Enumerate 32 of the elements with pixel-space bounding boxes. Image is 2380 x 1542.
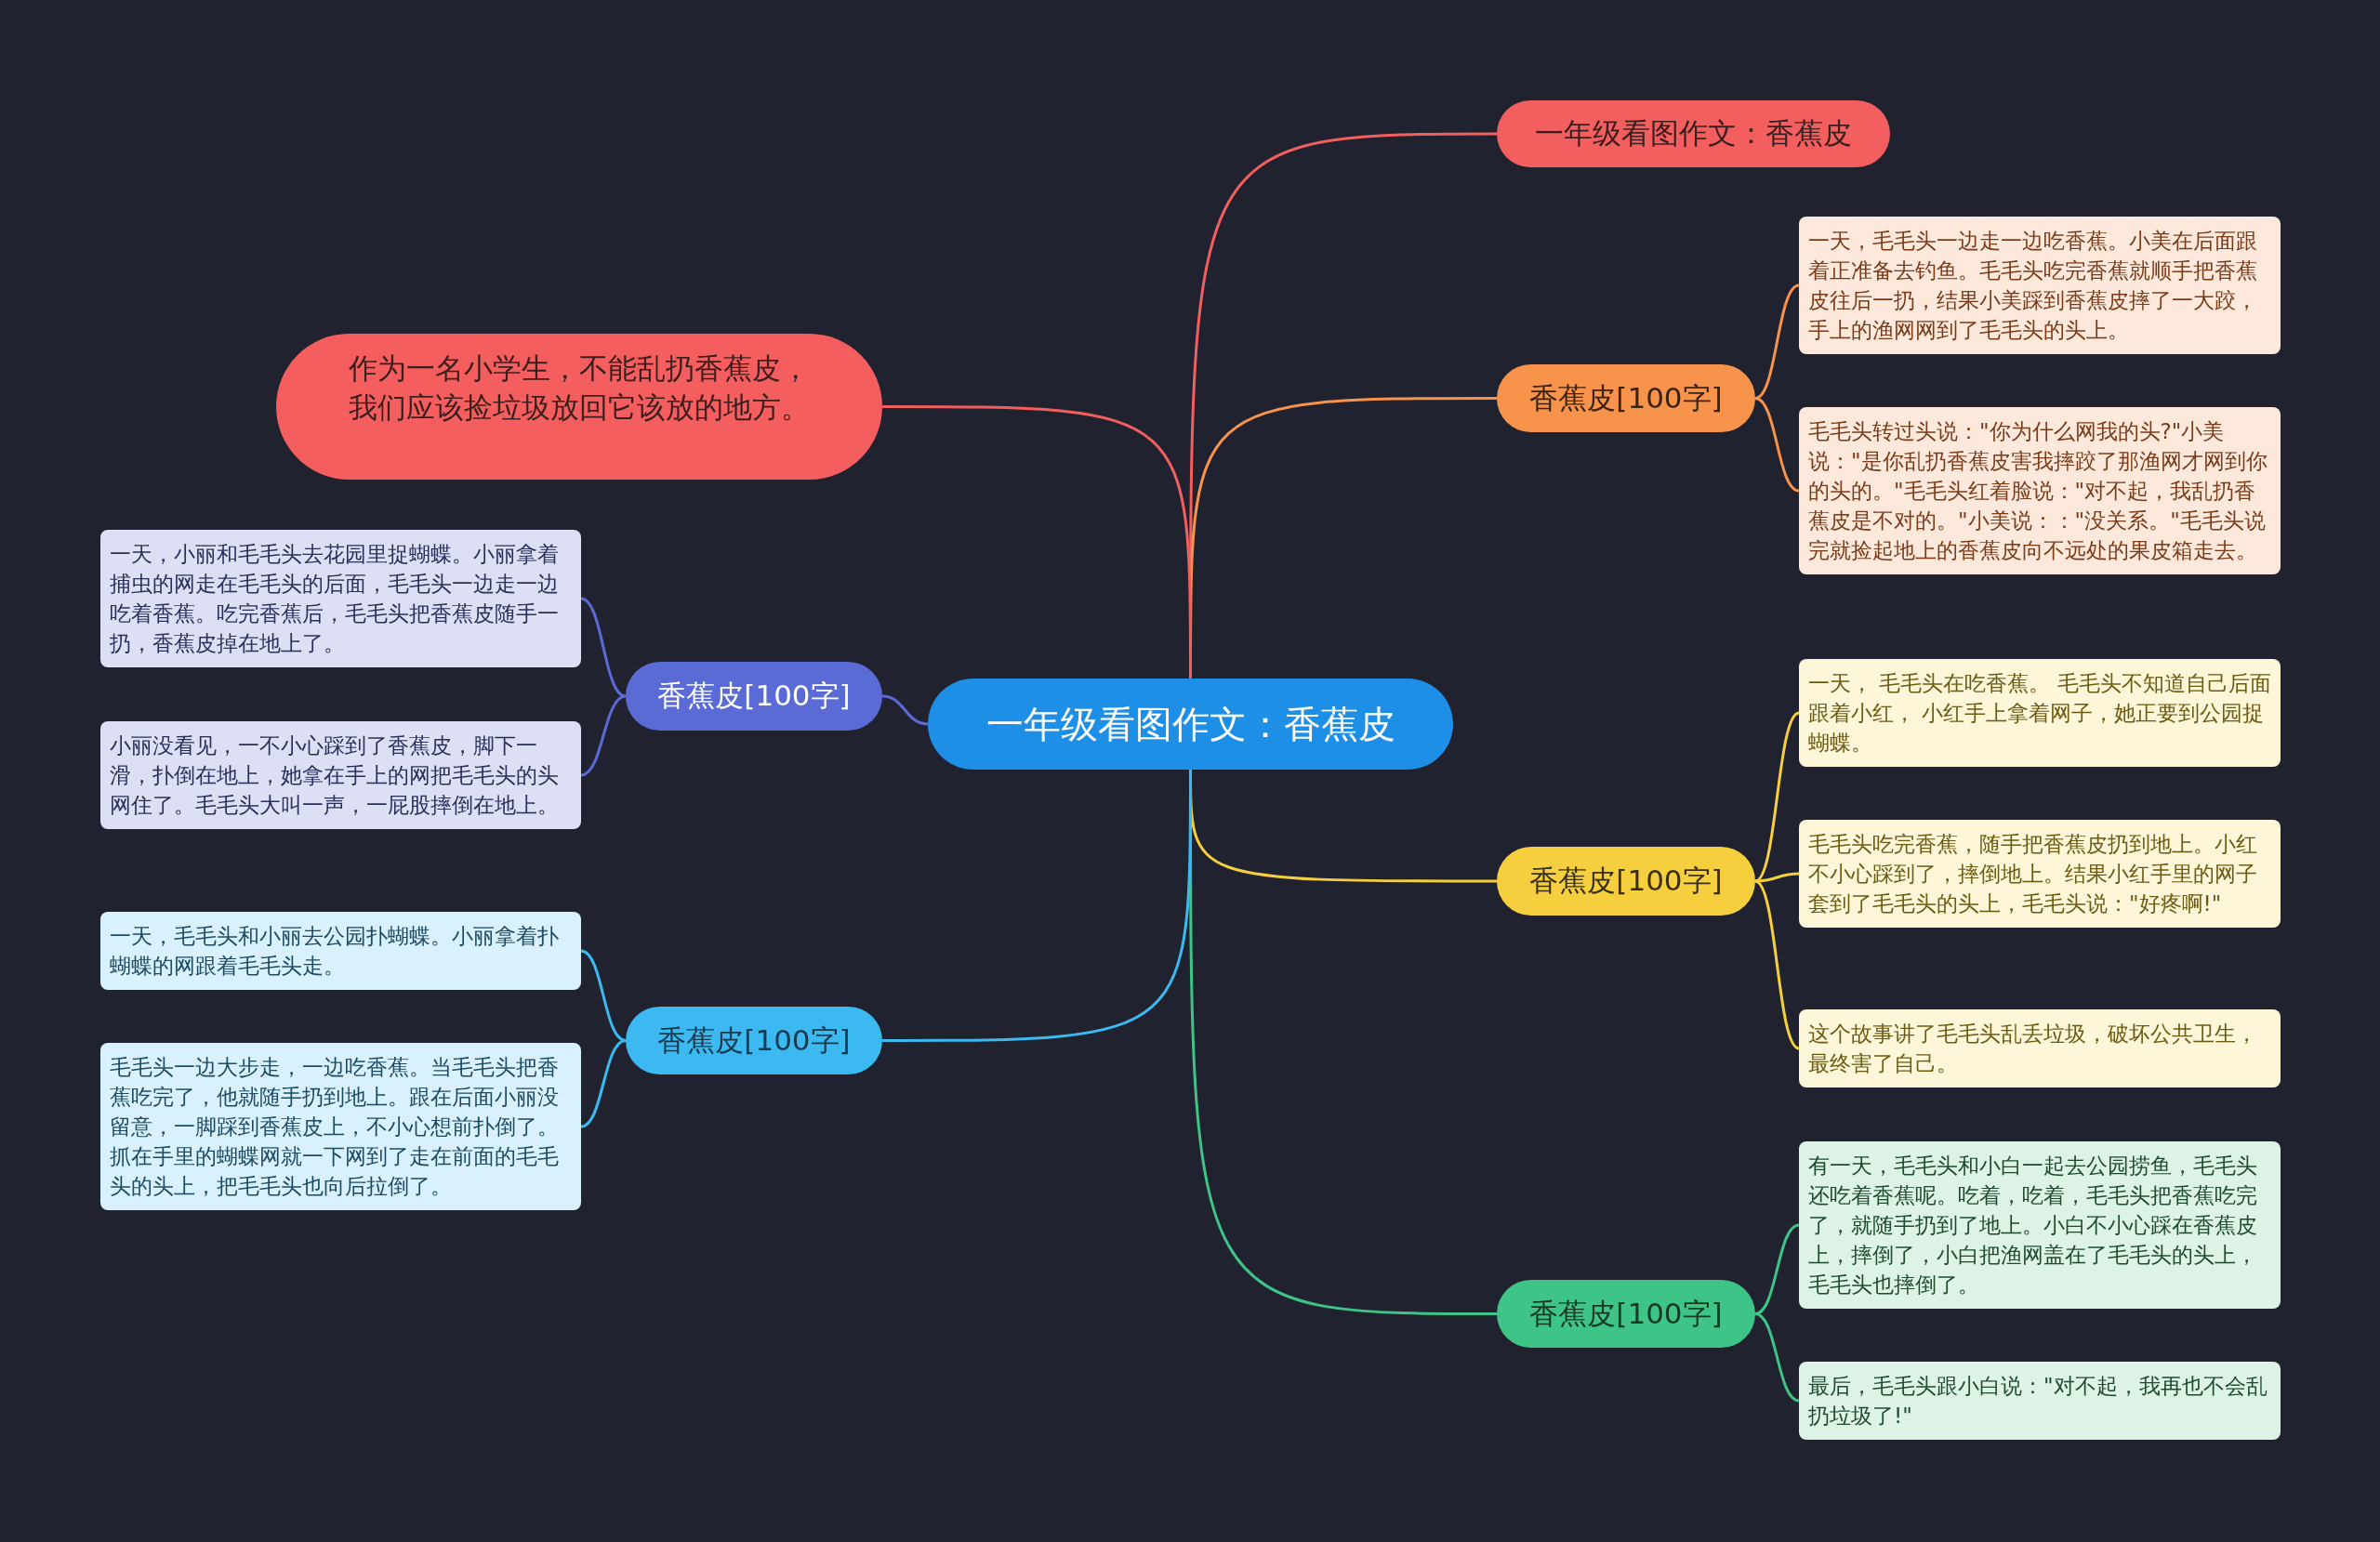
text-box: 一天，毛毛头和小丽去公园扑蝴蝶。小丽拿着扑蝴蝶的网跟着毛毛头走。 — [100, 912, 581, 990]
connector-line — [881, 694, 929, 726]
topic-box: 一年级看图作文：香蕉皮 — [1497, 100, 1890, 167]
connector-line — [882, 770, 1192, 1042]
text-box: 小丽没看见，一不小心踩到了香蕉皮，脚下一滑，扑倒在地上，她拿在手上的网把毛毛头的头网住了。毛毛头大叫一声，一屁股摔倒在地上。 — [100, 721, 581, 829]
text-box: 这个故事讲了毛毛头乱丢垃圾，破坏公共卫生，最终害了自己。 — [1799, 1009, 2281, 1087]
topic-box: 香蕉皮[100字] — [1497, 847, 1755, 916]
connector-line — [1754, 1223, 1800, 1315]
connector-line — [1754, 283, 1800, 400]
connector-line — [1754, 397, 1800, 493]
topic-box: 香蕉皮[100字] — [1497, 364, 1755, 432]
connector-line — [580, 949, 627, 1042]
connector-line — [580, 1039, 627, 1128]
text-box: 一天， 毛毛头在吃香蕉。 毛毛头不知道自己后面跟着小红， 小红手上拿着网子，她正要到公园捉蝴蝶。 — [1799, 659, 2281, 767]
text-box: 有一天，毛毛头和小白一起去公园捞鱼，毛毛头还吃着香蕉呢。吃着，吃着，毛毛头把香蕉吃完了，就随手扔到了地上。小白不小心踩在香蕉皮上，摔倒了，小白把渔网盖在了毛毛头的头上，毛毛头也摔倒了。 — [1799, 1141, 2281, 1309]
text-box: 最后，毛毛头跟小白说："对不起，我再也不会乱扔垃圾了!" — [1799, 1362, 2281, 1440]
text-box: 一天，小丽和毛毛头去花园里捉蝴蝶。小丽拿着捕虫的网走在毛毛头的后面，毛毛头一边走一边吃着香蕉。吃完香蕉后，毛毛头把香蕉皮随手一扔，香蕉皮掉在地上了。 — [100, 530, 581, 667]
central-topic-box: 一年级看图作文：香蕉皮 — [928, 679, 1453, 770]
connector-line — [1754, 879, 1800, 1050]
topic-box: 香蕉皮[100字] — [626, 662, 882, 731]
connector-line — [580, 694, 627, 777]
text-box: 毛毛头转过头说："你为什么网我的头?"小美说："是你乱扔香蕉皮害我摔跤了那渔网才网到你的头的。"毛毛头红着脸说："对不起，我乱扔香蕉皮是不对的。"小美说：："没关系。"毛毛头说完就捡起地上的香蕉皮向不远处的果皮箱走去。 — [1799, 407, 2281, 574]
text-box: 一天，毛毛头一边走一边吃香蕉。小美在后面跟着正准备去钓鱼。毛毛头吃完香蕉就顺手把香蕉皮往后一扔，结果小美踩到香蕉皮摔了一大跤，手上的渔网网到了毛毛头的头上。 — [1799, 217, 2281, 354]
connector-line — [580, 597, 627, 698]
connector-line — [882, 405, 1192, 679]
text-box: 毛毛头吃完香蕉，随手把香蕉皮扔到地上。小红不小心踩到了，摔倒地上。结果小红手里的网子套到了毛毛头的头上，毛毛头说："好疼啊!" — [1799, 820, 2281, 928]
topic-box: 香蕉皮[100字] — [1497, 1280, 1755, 1348]
topic-box: 香蕉皮[100字] — [626, 1007, 882, 1074]
text-box: 毛毛头一边大步走，一边吃香蕉。当毛毛头把香蕉吃完了，他就随手扔到地上。跟在后面小丽没留意，一脚踩到香蕉皮上，不小心想前扑倒了。抓在手里的蝴蝶网就一下网到了走在前面的毛毛头的头上，把毛毛头也向后拉倒了。 — [100, 1043, 581, 1210]
connector-line — [1754, 1312, 1800, 1403]
connector-line — [1754, 872, 1800, 883]
topic-box: 作为一名小学生，不能乱扔香蕉皮，我们应该捡垃圾放回它该放的地方。 — [276, 334, 882, 480]
